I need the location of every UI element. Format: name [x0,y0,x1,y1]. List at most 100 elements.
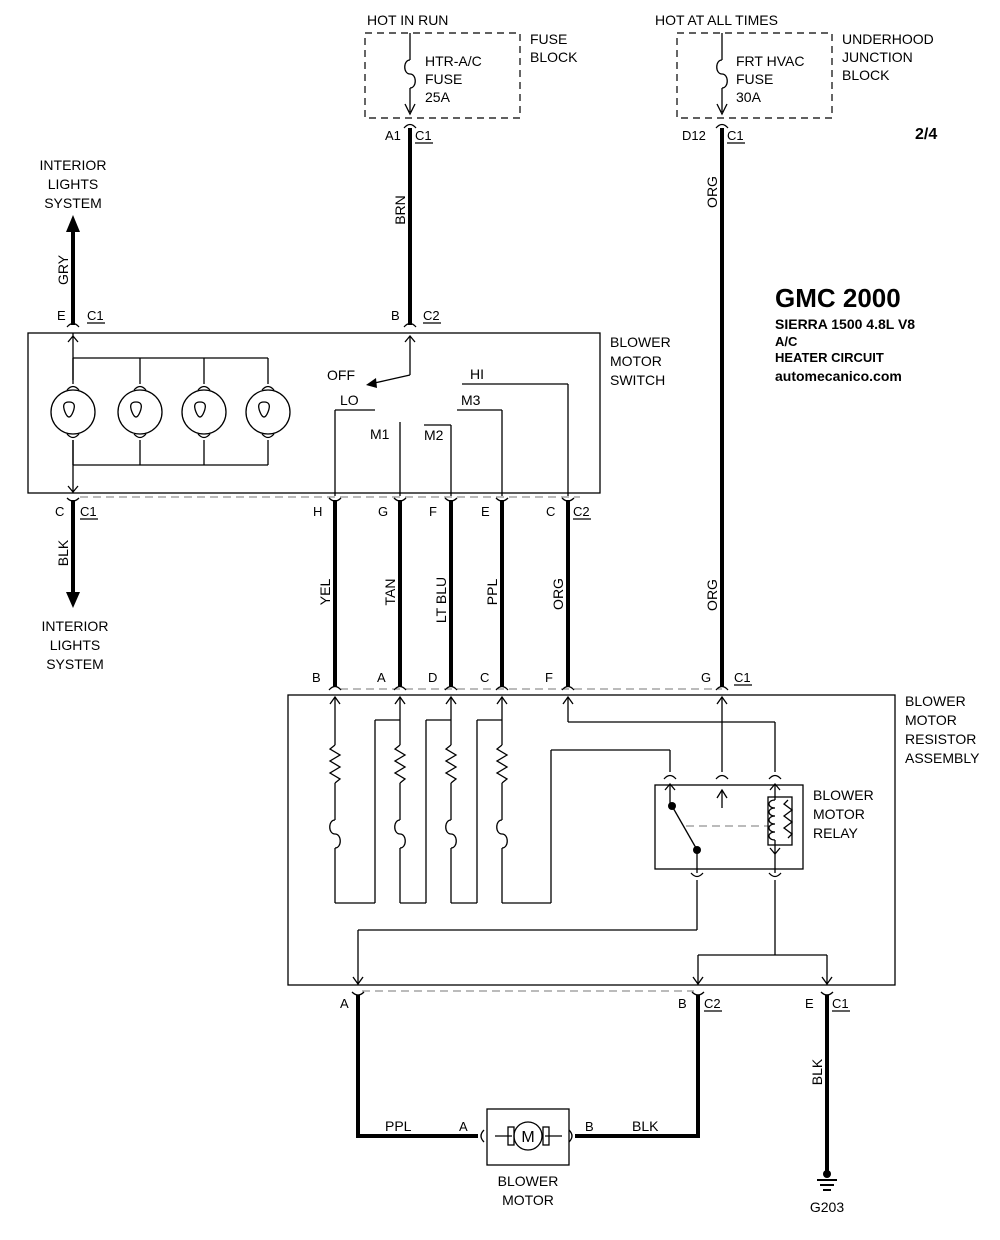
lamp-bulb-icon [50,358,96,465]
connector-r-c: C [480,670,489,685]
connector-sw-e2: E [481,504,490,519]
wire-label-brn: BRN [392,195,408,225]
connector-sw-f: F [429,504,437,519]
resistor-icon [393,744,407,784]
connector-d12: D12 [682,128,706,143]
wire-label-tan: TAN [382,579,398,606]
connector-bot-a: A [340,996,349,1011]
wire-label-blk-motor: BLK [632,1118,659,1134]
connector-bot-c1: C1 [832,996,849,1011]
connector-r-a: A [377,670,386,685]
connector-sw-b-top: B [391,308,400,323]
switch-pos-m1: M1 [370,426,390,442]
blower-motor-resistor-assembly [287,694,896,986]
thermal-fuse-icon [394,819,406,849]
wire-blk-motor [575,995,700,1138]
ground-icon [817,1170,837,1191]
thermal-fuse-icon [445,819,457,849]
wire-label-org-right: ORG [704,579,720,611]
switch-pos-m3: M3 [461,392,481,408]
connector-sw-c1-top: C1 [87,308,104,323]
blower-motor [486,1108,570,1166]
connector-r-f: F [545,670,553,685]
connector-m-a: A [459,1119,468,1134]
vehicle-model: SIERRA 1500 4.8L V8 [775,316,915,332]
switch-pos-hi: HI [470,366,484,382]
lamp-bulb-icon [117,358,163,465]
hot-at-all-times-label: HOT AT ALL TIMES [655,12,778,28]
connector-sw-c-pin: C [546,504,555,519]
switch-pos-m2: M2 [424,427,444,443]
switch-pos-lo: LO [340,392,359,408]
resistor-icon [495,744,509,784]
wire-label-ppl-motor: PPL [385,1118,412,1134]
connector-bot-e: E [805,996,814,1011]
fuse-block [364,32,521,119]
connector-sw-c: C [55,504,64,519]
thermal-fuse-icon [496,819,508,849]
connector-sw-c1-bot: C1 [80,504,97,519]
arrow-up-icon [66,215,80,232]
wire-label-yel: YEL [317,579,333,606]
connector-m-b: B [585,1119,594,1134]
relay-resistor-icon [782,799,794,839]
connector-a1: A1 [385,128,401,143]
connector-bot-b: B [678,996,687,1011]
system-name: A/C [775,334,798,349]
site-name: automecanico.com [775,368,902,384]
thermal-fuse-icon [329,819,341,849]
wire-label-ppl: PPL [484,579,500,606]
connector-bot-c2: C2 [704,996,721,1011]
wire-label-gry: GRY [55,254,71,285]
connector-sw-c2-bot: C2 [573,504,590,519]
wire-label-org-top: ORG [704,176,720,208]
blower-motor-relay [654,784,804,870]
wire-label-org-switch: ORG [550,578,566,610]
wire-ppl-motor [356,995,478,1138]
connector-c1-junction: C1 [727,128,744,143]
ground-label: G203 [810,1199,844,1215]
motor-symbol-icon [513,1121,543,1151]
blower-motor-switch [27,332,601,494]
underhood-junction-block [676,32,833,119]
arrow-down-icon [66,592,80,608]
wiper-arrow-icon [366,378,377,388]
relay-switch-arm [671,805,697,849]
resistor-icon [444,744,458,784]
switch-wiper [369,374,411,385]
motor-symbol: M [521,1129,534,1146]
frt-hvac-fuse-symbol [716,59,728,89]
wire-label-blk-interior: BLK [55,539,71,566]
switch-pos-off: OFF [327,367,355,383]
htr-ac-fuse-symbol [404,59,416,89]
resistor-ladder [328,695,671,904]
connector-c1-fuse: C1 [415,128,432,143]
page-number: 2/4 [915,126,937,143]
connector-r-b: B [312,670,321,685]
hot-in-run-label: HOT IN RUN [367,12,448,28]
connector-r-d: D [428,670,437,685]
connector-sw-c2-top: C2 [423,308,440,323]
connector-r-c1: C1 [734,670,751,685]
connector-sw-g: G [378,504,388,519]
relay-coil-icon [768,799,776,841]
connector-sw-h: H [313,504,322,519]
resistor-icon [328,744,342,784]
circuit-name: HEATER CIRCUIT [775,350,884,365]
connector-r-g: G [701,670,711,685]
connector-sw-e: E [57,308,66,323]
lamp-bulb-icon [245,358,291,465]
diagram-title: GMC 2000 [775,283,901,313]
lamp-bulb-icon [181,358,227,465]
wire-label-blk-ground: BLK [809,1058,825,1085]
